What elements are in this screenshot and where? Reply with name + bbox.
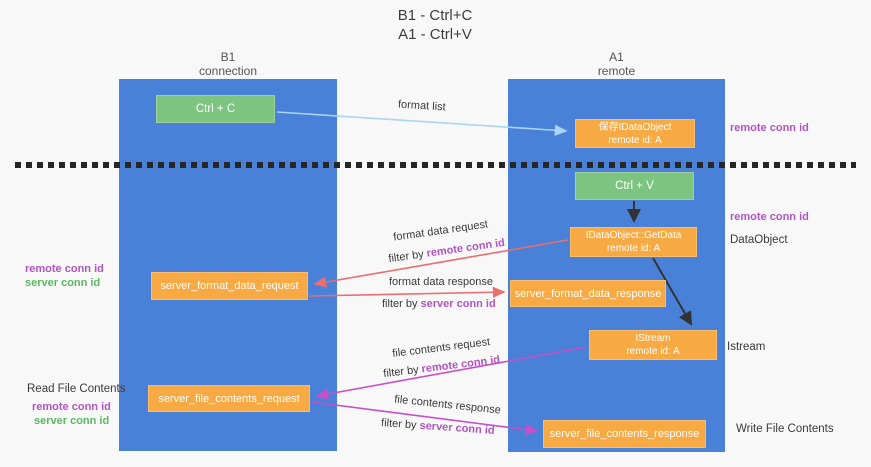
left-column-name: B1 <box>220 50 236 64</box>
server-format-data-response-node: server_format_data_response <box>510 280 666 307</box>
server-conn-id-annotation-bottom-left: server conn id <box>34 415 110 427</box>
istream-line1: IStream <box>635 333 671 344</box>
write-file-contents-annotation: Write File Contents <box>736 423 834 435</box>
remote-conn-id-annotation-mid: remote conn id <box>730 211 809 223</box>
filter-by-text: filter by <box>382 363 423 381</box>
right-column-header: A1 remote <box>508 50 725 78</box>
istream-line2: remote id: A <box>626 346 680 357</box>
right-column-name: A1 <box>609 50 624 64</box>
server-file-contents-request-label: server_file_contents_request <box>158 392 300 405</box>
server-format-data-request-node: server_format_data_request <box>151 272 308 300</box>
ctrl-v-label: Ctrl + V <box>615 180 654 192</box>
save-dataobject-line1: 保存IDataObject <box>598 121 672 133</box>
left-column-header: B1 connection <box>119 50 337 78</box>
file-contents-response-label: file contents response <box>393 393 502 417</box>
remote-conn-id-annotation-left: remote conn id <box>25 263 104 275</box>
remote-conn-id-text: remote conn id <box>425 236 506 260</box>
server-file-contents-request-node: server_file_contents_request <box>148 385 310 412</box>
istream-node: IStream remote id: A <box>589 330 717 360</box>
ctrl-v-node: Ctrl + V <box>575 172 694 200</box>
save-dataobject-node: 保存IDataObject remote id: A <box>575 119 695 148</box>
diagram-title: B1 - Ctrl+C A1 - Ctrl+V <box>310 6 560 44</box>
format-data-response-label: format data response <box>389 276 493 288</box>
getdata-line2: remote id: A <box>606 243 661 254</box>
format-data-response-arrow <box>309 286 506 298</box>
format-data-request-label: format data request <box>392 218 489 244</box>
section-divider-dashed-line <box>15 162 856 168</box>
istream-annotation: Istream <box>727 341 766 353</box>
server-format-data-response-label: server_format_data_response <box>514 287 662 300</box>
server-file-contents-response-label: server_file_contents_response <box>549 428 700 440</box>
remote-conn-id-text: remote conn id <box>420 353 501 376</box>
read-file-contents-annotation: Read File Contents <box>27 383 126 395</box>
filter-by-text: filter by <box>380 417 420 432</box>
remote-conn-id-annotation-top: remote conn id <box>730 122 809 134</box>
filter-by-text: filter by <box>387 247 428 266</box>
idataobject-getdata-node: IDataObject::GetData remote id: A <box>570 227 697 257</box>
format-data-response-filter-label: filter by server conn id <box>382 298 496 310</box>
ctrl-c-node: Ctrl + C <box>156 95 275 123</box>
title-line-1: B1 - Ctrl+C <box>397 7 473 24</box>
dataobject-annotation: DataObject <box>730 234 788 246</box>
getdata-line1: IDataObject::GetData <box>585 230 682 241</box>
server-conn-id-text: server conn id <box>420 298 496 310</box>
left-column-subtitle: connection <box>198 64 258 78</box>
server-conn-id-annotation-left: server conn id <box>25 277 101 289</box>
format-list-label: format list <box>397 98 447 114</box>
remote-conn-id-annotation-bottom-left: remote conn id <box>32 401 111 413</box>
right-column-subtitle: remote <box>597 64 636 78</box>
file-contents-response-filter-label: filter by server conn id <box>381 417 495 437</box>
ctrl-c-label: Ctrl + C <box>195 103 236 115</box>
filter-by-text: filter by <box>382 298 421 310</box>
title-line-2: A1 - Ctrl+V <box>398 26 472 43</box>
server-file-contents-response-node: server_file_contents_response <box>543 420 706 448</box>
server-format-data-request-label: server_format_data_request <box>160 280 299 292</box>
save-dataobject-line2: remote id: A <box>608 134 662 146</box>
server-conn-id-text: server conn id <box>419 419 495 437</box>
